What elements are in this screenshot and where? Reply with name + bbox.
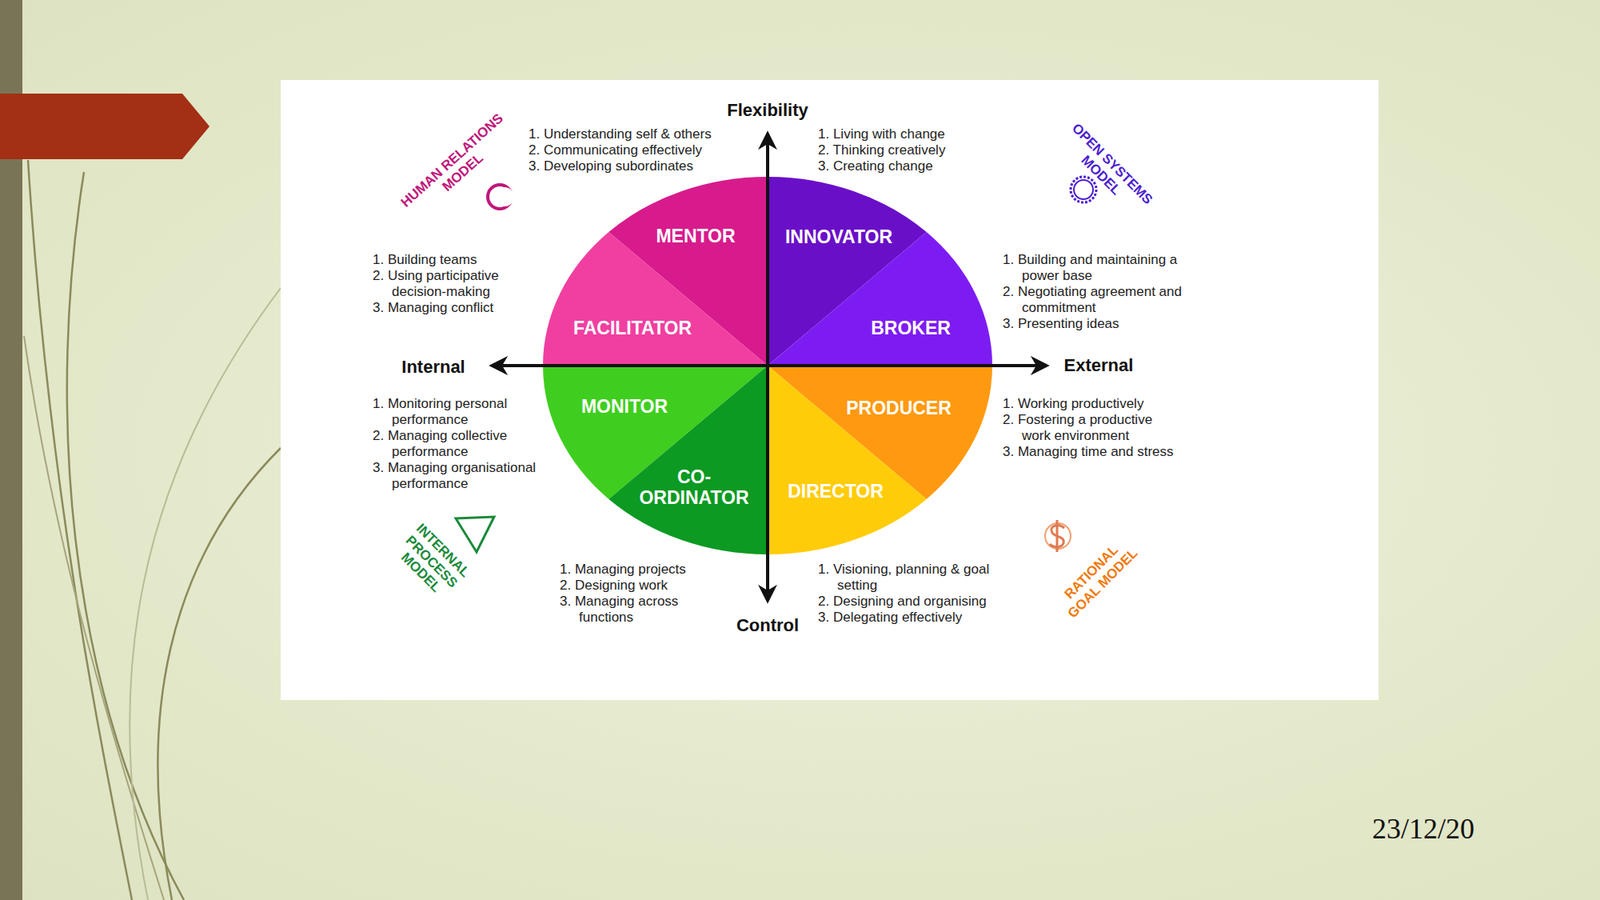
competency-item: 3. Developing subordinates <box>528 158 712 175</box>
competency-list: 1. Understanding self & others2. Communi… <box>528 126 712 175</box>
competency-list: 1. Visioning, planning & goal setting2. … <box>817 561 1026 626</box>
role-name: CO- ORDINATOR <box>634 466 755 509</box>
innovator-segment: INNOVATOR <box>785 226 893 248</box>
producer-segment: PRODUCER <box>845 397 952 419</box>
competency-item: 3. Managing conflict <box>372 299 525 316</box>
axis-label: Internal <box>401 356 465 377</box>
competency-list: 1. Building teams2. Using participative … <box>372 251 525 316</box>
competency-item: 2. Negotiating agreement and commitment <box>1002 283 1195 316</box>
coordinator-segment: CO- ORDINATOR <box>634 466 755 509</box>
competency-item: 2. Designing and organising <box>817 593 1026 610</box>
competency-list: 1. Working productively2. Fostering a pr… <box>1002 395 1183 460</box>
competency-item: 1. Building and maintaining a power base <box>1002 251 1195 284</box>
director-segment: DIRECTOR <box>787 480 884 502</box>
competency-item: 3. Presenting ideas <box>1002 315 1195 332</box>
monitor-segment: MONITOR <box>581 395 668 417</box>
competency-item: 3. Creating change <box>817 158 946 175</box>
competency-item: 2. Communicating effectively <box>528 142 712 159</box>
role-name: MENTOR <box>655 225 735 247</box>
competency-item: 1. Building teams <box>372 251 525 268</box>
competency-item: 2. Managing collective performance <box>372 427 569 460</box>
competency-item: 2. Designing work <box>559 577 720 594</box>
axis-label: Flexibility <box>726 99 808 120</box>
competency-item: 1. Working productively <box>1002 395 1183 412</box>
competency-item: 1. Monitoring personal performance <box>372 395 569 428</box>
role-name: PRODUCER <box>845 397 952 419</box>
competency-item: 1. Understanding self & others <box>528 126 712 143</box>
facilitator-segment: FACILITATOR <box>573 317 692 339</box>
competency-item: 1. Living with change <box>817 126 946 143</box>
competency-list: 1. Managing projects2. Designing work3. … <box>559 561 720 626</box>
role-name: MONITOR <box>581 395 668 417</box>
competency-list: 1. Living with change2. Thinking creativ… <box>817 126 946 175</box>
competency-item: 3. Delegating effectively <box>817 609 1026 626</box>
competency-item: 3. Managing organisational performance <box>372 459 569 492</box>
competency-item: 1. Managing projects <box>559 561 720 578</box>
competency-item: 2. Fostering a productive work environme… <box>1002 411 1183 444</box>
mentor-segment: MENTOR <box>655 225 735 247</box>
competency-item: 1. Visioning, planning & goal setting <box>817 561 1026 594</box>
role-name: BROKER <box>870 317 951 339</box>
competency-item: 2. Using participative decision-making <box>372 267 525 300</box>
role-name: DIRECTOR <box>787 480 884 502</box>
axis-label: External <box>1064 355 1134 376</box>
competency-item: 3. Managing time and stress <box>1002 443 1183 460</box>
role-name: INNOVATOR <box>785 226 893 248</box>
broker-segment: BROKER <box>870 317 951 339</box>
competency-list: 1. Building and maintaining a power base… <box>1002 251 1195 332</box>
competency-list: 1. Monitoring personal performance2. Man… <box>372 395 569 492</box>
axis-label: Control <box>736 614 799 635</box>
competency-item: 3. Managing across functions <box>559 593 720 626</box>
role-name: FACILITATOR <box>573 317 692 339</box>
slide-date: 23/12/20 <box>1372 812 1475 846</box>
competency-item: 2. Thinking creatively <box>817 142 946 159</box>
